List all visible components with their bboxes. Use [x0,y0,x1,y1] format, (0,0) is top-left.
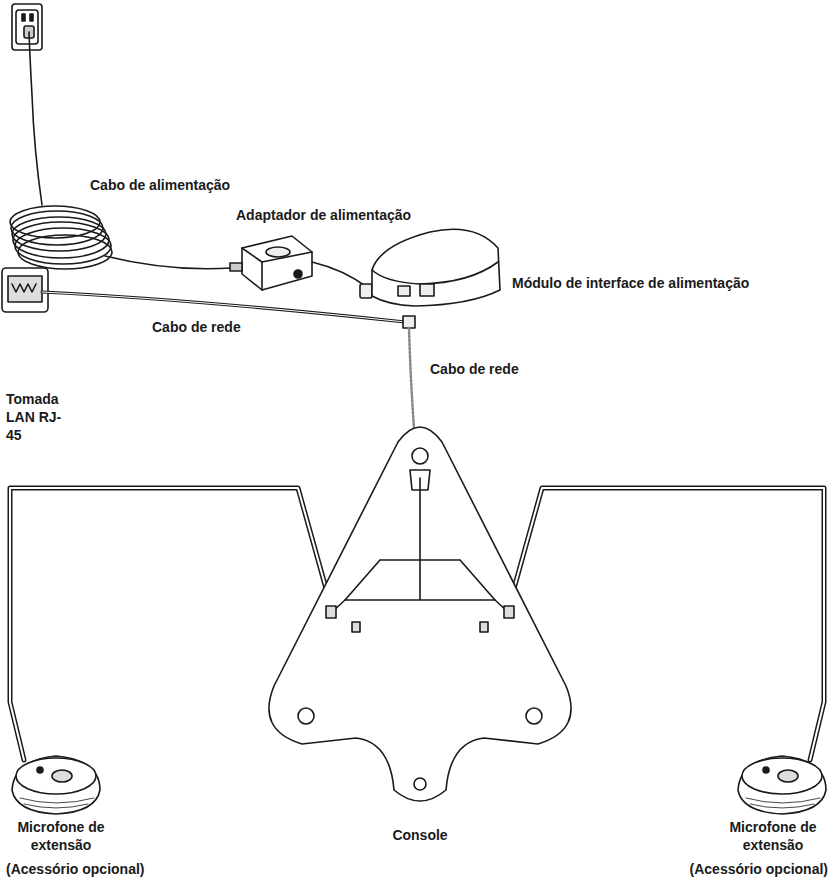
note-label: (Acessório opcional) [6,860,176,878]
note-label: (Acessório opcional) [658,860,828,878]
cord-coil [10,206,112,269]
part-label: Cabo de rede [430,360,570,378]
part-label: Cabo de rede [152,318,292,336]
part-label: Adaptador de alimentação [236,206,456,224]
part-label: Microfone de extensão [718,818,828,854]
part-label: Console [370,826,470,844]
part-label: Módulo de interface de alimentação [512,274,822,292]
power-interface-module [372,229,500,306]
extension-microphone [738,756,826,814]
extension-microphone [12,756,100,814]
power-cord [29,32,42,205]
part-label: Tomada LAN RJ-45 [6,390,68,445]
lan-jack [2,268,48,312]
part-label: Microfone de extensão [6,818,116,854]
wall-outlet [12,4,42,50]
part-label: Cabo de alimentação [90,176,290,194]
network-cable [42,292,405,322]
console [269,427,571,801]
power-adapter [242,236,312,290]
